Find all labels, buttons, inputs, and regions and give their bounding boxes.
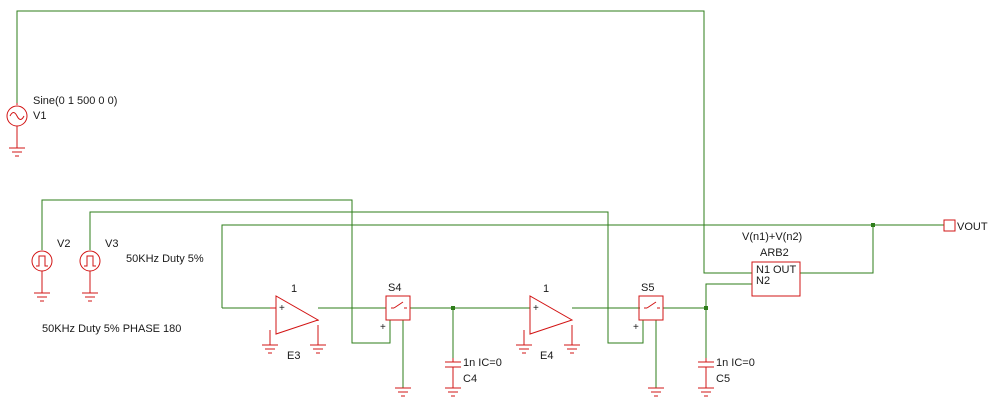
arb-pin-out: OUT xyxy=(773,264,797,276)
wire-arb-out xyxy=(800,225,874,274)
ground-icon xyxy=(9,147,25,157)
s5-plus: + xyxy=(633,322,639,333)
switch-icon xyxy=(385,295,411,321)
switch-s5[interactable]: + S5 xyxy=(633,282,664,333)
source-v3[interactable]: V3 50KHz Duty 5% xyxy=(79,238,204,302)
ground-icon xyxy=(395,387,411,397)
source-v2[interactable]: V2 50KHz Duty 5% PHASE 180 xyxy=(31,238,181,335)
ground-icon xyxy=(564,344,580,354)
opamp-icon xyxy=(529,295,574,335)
e3-gain: 1 xyxy=(291,283,297,295)
e4-gain: 1 xyxy=(543,283,549,295)
e3-ref: E3 xyxy=(287,350,300,362)
v1-ref: V1 xyxy=(33,110,46,122)
c4-ref: C4 xyxy=(463,373,477,385)
svg-text:+: + xyxy=(533,303,539,314)
arb-pin-n2: N2 xyxy=(756,275,770,287)
s5-ref: S5 xyxy=(641,282,654,294)
v2-ref: V2 xyxy=(57,238,70,250)
ground-icon xyxy=(34,292,50,302)
ground-icon xyxy=(445,387,461,397)
ground-icon xyxy=(310,344,326,354)
arb-pin-n1: N1 xyxy=(756,264,770,276)
ground-icon xyxy=(262,344,278,354)
switch-icon xyxy=(638,295,664,321)
svg-text:+: + xyxy=(279,303,285,314)
ground-icon xyxy=(82,292,98,302)
terminal-icon xyxy=(943,219,956,232)
amplifier-e4[interactable]: + 1 E4 xyxy=(516,283,580,362)
v1-value: Sine(0 1 500 0 0) xyxy=(33,95,117,107)
pulse-source-icon xyxy=(31,250,53,272)
arb-block[interactable]: V(n1)+V(n2) ARB2 N1 OUT N2 xyxy=(742,231,802,297)
wire-v2-to-s5 xyxy=(41,199,391,344)
capacitor-c4[interactable]: 1n IC=0 C4 xyxy=(445,357,502,397)
amplifier-e3[interactable]: + 1 E3 xyxy=(262,283,326,362)
wires xyxy=(16,10,944,388)
source-v1[interactable]: Sine(0 1 500 0 0) V1 xyxy=(6,95,117,157)
junction-vout xyxy=(871,223,875,227)
opamp-icon xyxy=(275,295,320,335)
c5-ref: C5 xyxy=(716,373,730,385)
arb-box xyxy=(751,261,801,297)
e4-ref: E4 xyxy=(540,350,553,362)
wire-v1-to-arb-n1 xyxy=(16,10,752,274)
arb-ref: ARB2 xyxy=(760,247,789,259)
c5-value: 1n IC=0 xyxy=(716,357,755,369)
ground-icon xyxy=(648,387,664,397)
wire-v3-to-s4 xyxy=(89,211,644,344)
wire-c5-to-arb-n2 xyxy=(705,283,752,308)
ground-icon xyxy=(516,344,532,354)
junction-c5 xyxy=(704,306,708,310)
v3-value: 50KHz Duty 5% xyxy=(126,253,204,265)
c4-value: 1n IC=0 xyxy=(463,357,502,369)
pulse-source-icon xyxy=(79,250,101,272)
junction-c4 xyxy=(451,306,455,310)
v2-value: 50KHz Duty 5% PHASE 180 xyxy=(42,323,181,335)
arb-expression: V(n1)+V(n2) xyxy=(742,231,802,243)
capacitor-c5[interactable]: 1n IC=0 C5 xyxy=(698,357,755,397)
vout-label: VOUT xyxy=(957,221,988,233)
switch-s4[interactable]: + S4 xyxy=(380,282,411,333)
s4-plus: + xyxy=(380,322,386,333)
s4-ref: S4 xyxy=(388,282,401,294)
ground-icon xyxy=(698,387,714,397)
wire-vout-feedback xyxy=(221,224,944,308)
output-terminal[interactable]: VOUT xyxy=(943,219,988,233)
v3-ref: V3 xyxy=(105,238,118,250)
